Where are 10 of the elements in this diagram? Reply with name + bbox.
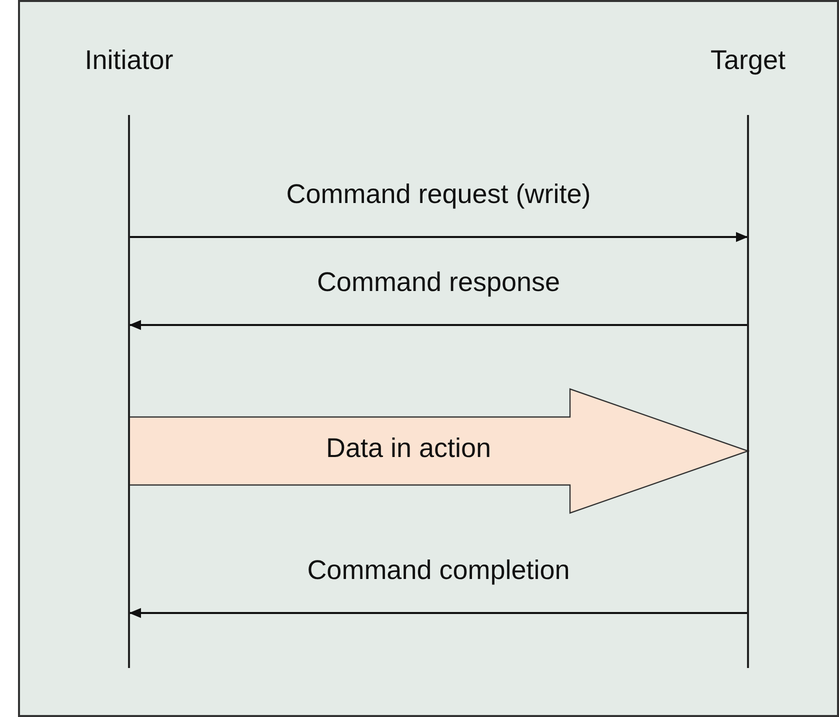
- edge-label: Command completion: [307, 555, 570, 586]
- message-arrow: [129, 320, 748, 330]
- block-arrow: [128, 388, 750, 514]
- message-arrow: [129, 608, 748, 618]
- message-arrow: [129, 232, 748, 242]
- edge-label: Command response: [316, 267, 560, 298]
- edge-label: Data in action: [326, 433, 492, 464]
- edge-label: Command request (write): [286, 179, 591, 210]
- lifeline-label: Target: [709, 45, 787, 76]
- lifeline-label: Initiator: [84, 45, 174, 76]
